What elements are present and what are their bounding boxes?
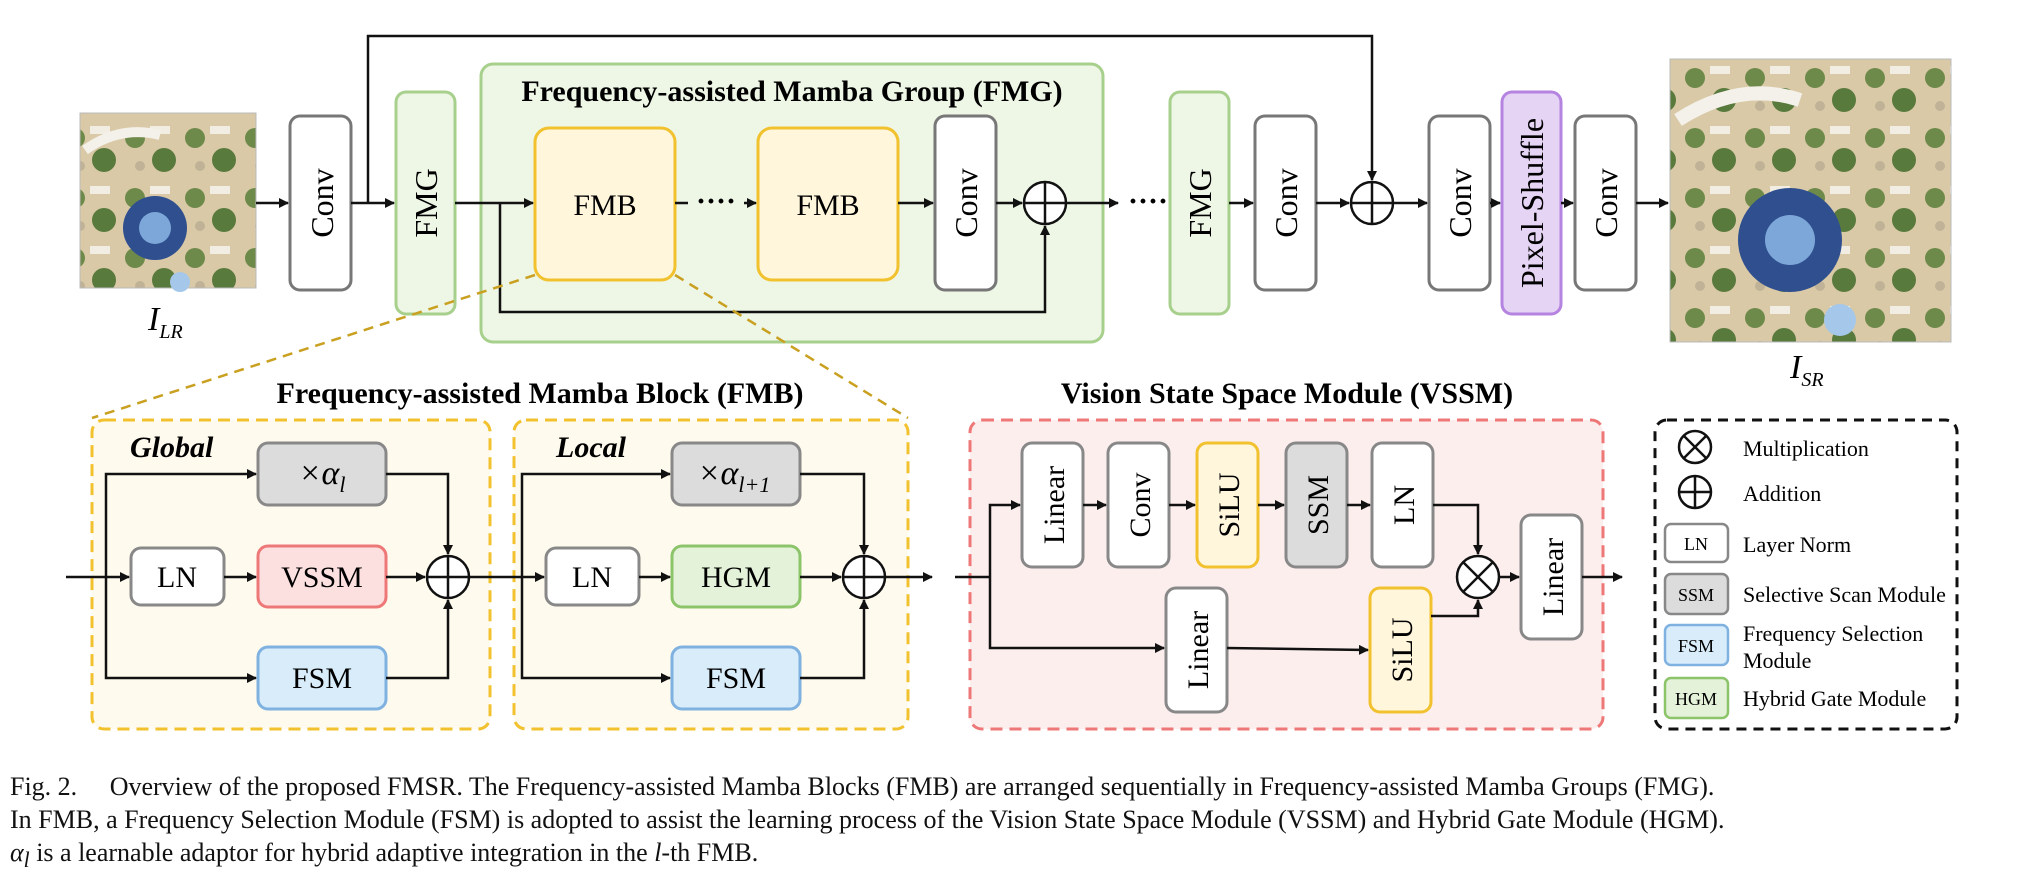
ssm-box: SSM: [1284, 441, 1349, 569]
conv-box-vssm: Conv: [1106, 441, 1171, 569]
silu-box-1: SiLU: [1195, 441, 1260, 569]
fsm-box-local: FSM: [670, 645, 802, 711]
svg-text:FMB: FMB: [573, 189, 636, 222]
svg-text:HGM: HGM: [701, 561, 771, 594]
caption-line-2: In FMB, a Frequency Selection Module (FS…: [10, 805, 1725, 834]
fmb-box-2: FMB: [756, 126, 900, 282]
svg-text:Conv: Conv: [1124, 472, 1157, 537]
add-circle-icon: [1022, 180, 1068, 226]
svg-text:FSM: FSM: [292, 662, 352, 695]
caption-line1-text: Overview of the proposed FMSR. The Frequ…: [109, 772, 1715, 801]
global-label: Global: [130, 431, 214, 464]
svg-text:SSM: SSM: [1678, 585, 1714, 605]
fmb-connectors: [66, 469, 933, 683]
svg-text:FMG: FMG: [1182, 168, 1218, 237]
fmsr-diagram: ILR Conv FMG Frequency-assisted Mamba Gr…: [66, 34, 1959, 731]
multiply-circle-icon: [1455, 554, 1501, 600]
vssm-title: Vision State Space Module (VSSM): [1061, 377, 1513, 410]
pixel-shuffle-box: Pixel-Shuffle: [1500, 90, 1563, 316]
legend-addition: Addition: [1743, 481, 1821, 506]
caption-line-1: Fig. 2. Overview of the proposed FMSR. T…: [10, 770, 2025, 803]
fmb-box-1: FMB: [533, 126, 677, 282]
svg-text:LN: LN: [157, 561, 197, 594]
svg-text:SiLU: SiLU: [1386, 617, 1419, 682]
ln-box-global: LN: [129, 546, 226, 607]
svg-text:×αl: ×αl: [299, 455, 346, 497]
fsm-box-global: FSM: [256, 645, 388, 711]
caption-line-3: αl is a learnable adaptor for hybrid ada…: [10, 838, 759, 873]
conv-box-4: Conv: [1427, 114, 1492, 292]
legend-fsm-1: Frequency Selection: [1743, 621, 1923, 646]
fmb-ellipsis: ····: [696, 185, 736, 218]
svg-text:FMG: FMG: [408, 168, 444, 237]
svg-text:Conv: Conv: [948, 168, 984, 237]
svg-text:Linear: Linear: [1182, 611, 1215, 689]
svg-text:LN: LN: [1684, 534, 1708, 554]
linear-box-3: Linear: [1519, 513, 1584, 641]
legend-ssm: Selective Scan Module: [1743, 582, 1946, 607]
svg-text:Conv: Conv: [1588, 168, 1624, 237]
svg-text:Conv: Conv: [1268, 168, 1304, 237]
conv-box-5: Conv: [1573, 114, 1638, 292]
zoom-lines: [91, 273, 909, 420]
svg-text:SSM: SSM: [1302, 475, 1335, 535]
fmg-box-2: FMG: [1168, 90, 1231, 316]
legend-hgm: Hybrid Gate Module: [1743, 686, 1926, 711]
output-label: ISR: [1789, 349, 1824, 391]
conv-box-2: Conv: [933, 114, 998, 292]
hgm-box: HGM: [670, 544, 802, 609]
svg-text:Linear: Linear: [1038, 466, 1071, 544]
linear-box-1: Linear: [1020, 441, 1085, 569]
svg-text:Pixel-Shuffle: Pixel-Shuffle: [1514, 118, 1550, 288]
alpha-l-box: ×αl: [256, 441, 388, 507]
alpha-l1-box: ×αl+1: [670, 441, 802, 507]
svg-text:Linear: Linear: [1537, 538, 1570, 616]
add-legend-icon: [1677, 474, 1713, 510]
svg-text:Conv: Conv: [1442, 168, 1478, 237]
fmg-ellipsis: ····: [1128, 185, 1168, 218]
input-image-icon: [79, 112, 257, 292]
fmb-title: Frequency-assisted Mamba Block (FMB): [277, 377, 804, 410]
add-circle-icon: [841, 554, 887, 600]
silu-box-2: SiLU: [1368, 586, 1433, 714]
caption-fig-label: Fig. 2.: [10, 772, 78, 801]
legend-fsm-2: Module: [1743, 648, 1811, 673]
vssm-box: VSSM: [256, 544, 388, 609]
output-image-icon: [1669, 58, 1952, 343]
linear-box-2: Linear: [1164, 586, 1229, 714]
legend: Multiplication Addition LN Layer Norm SS…: [1653, 418, 1959, 731]
legend-multiplication: Multiplication: [1743, 436, 1869, 461]
svg-text:SiLU: SiLU: [1213, 472, 1246, 537]
ln-box-local: LN: [544, 546, 641, 607]
vssm-connectors: [955, 500, 1623, 655]
svg-text:Conv: Conv: [304, 168, 340, 237]
svg-text:LN: LN: [1388, 485, 1421, 525]
conv-box-1: Conv: [288, 114, 353, 292]
svg-text:HGM: HGM: [1675, 689, 1717, 709]
input-label: ILR: [147, 301, 183, 343]
legend-ln: Layer Norm: [1743, 532, 1851, 557]
svg-text:VSSM: VSSM: [281, 561, 363, 594]
fmg-title: Frequency-assisted Mamba Group (FMG): [521, 75, 1062, 108]
svg-text:FMB: FMB: [796, 189, 859, 222]
ln-box-vssm: LN: [1370, 441, 1435, 569]
figure-caption: Fig. 2. Overview of the proposed FMSR. T…: [10, 770, 2025, 877]
local-label: Local: [555, 431, 627, 464]
svg-text:LN: LN: [572, 561, 612, 594]
fmg-box-1: FMG: [394, 90, 457, 316]
multiply-legend-icon: [1677, 429, 1713, 465]
conv-box-3: Conv: [1253, 114, 1318, 292]
add-circle-icon: [1349, 180, 1395, 226]
top-connectors: [256, 34, 1669, 314]
svg-text:FSM: FSM: [706, 662, 766, 695]
svg-text:×αl+1: ×αl+1: [698, 455, 771, 497]
add-circle-icon: [425, 554, 471, 600]
svg-text:FSM: FSM: [1678, 636, 1714, 656]
